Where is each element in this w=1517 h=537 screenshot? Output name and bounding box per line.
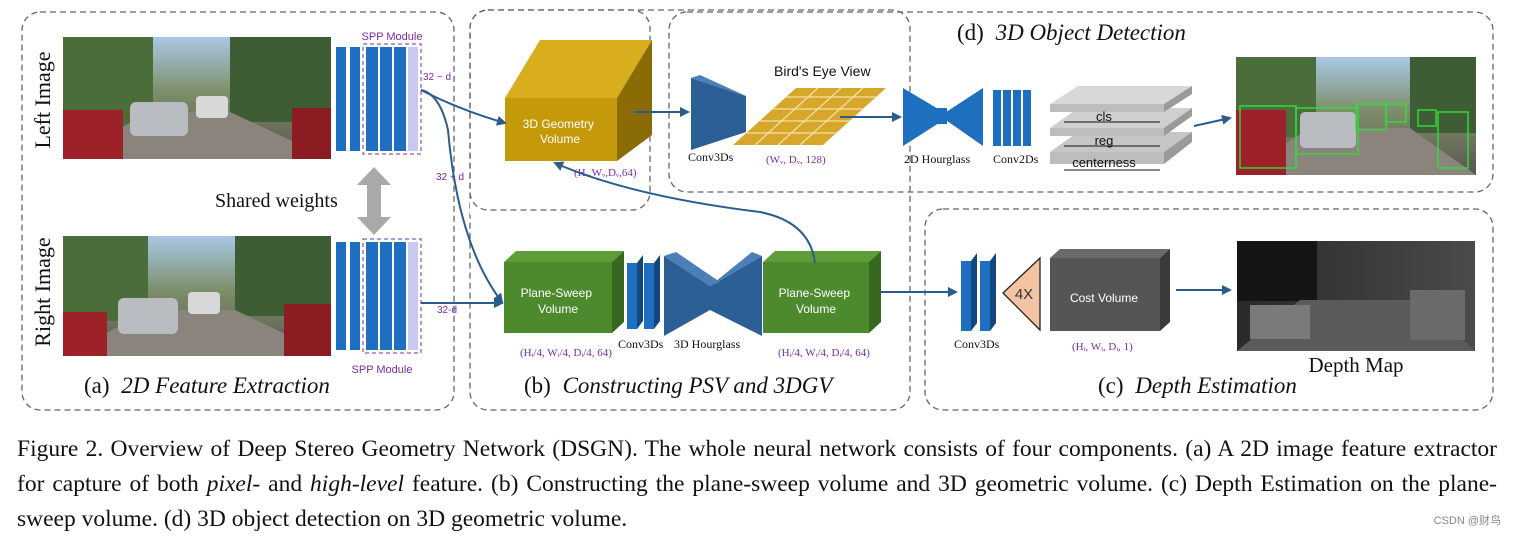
upsample-4x-label: 4X [1015, 286, 1033, 303]
detection-heads-stack [1050, 86, 1192, 171]
cost-volume-label: Cost Volume [1070, 291, 1138, 305]
flow-arrows [420, 89, 1232, 308]
dim-label-mid: 32 + d [436, 172, 464, 183]
psv-right-cuboid [763, 251, 881, 333]
psv-right-dims: (Hᵢ/4, Wᵢ/4, Dᵢ/4, 64) [778, 347, 870, 359]
psv-left-label: Plane-Sweep Volume [521, 286, 596, 316]
watermark: CSDN @财鸟 [1433, 515, 1501, 527]
left-image [63, 37, 331, 159]
shared-weights-arrow [357, 167, 391, 235]
depth-map-image [1237, 241, 1475, 351]
conv2ds-label: Conv2Ds [993, 152, 1039, 166]
arrow-spp-top-to-geometry [420, 89, 507, 126]
hourglass-2d [903, 88, 983, 146]
panel-c-border [924, 208, 1494, 411]
shared-weights-label: Shared weights [215, 190, 338, 212]
hourglass-3d-label: 3D Hourglass [674, 337, 740, 351]
upsample-4x-block [1002, 256, 1041, 332]
right-image [63, 236, 331, 356]
cost-volume-dims: (Hᵢ, Wᵢ, Dᵢ, 1) [1072, 341, 1133, 353]
geometry-volume-cuboid [505, 40, 652, 161]
panel-d-border [668, 11, 1494, 193]
geometry-volume-dims: (Hᵥ,Wᵥ,Dᵥ,64) [574, 167, 637, 179]
panel-b-border [469, 9, 911, 411]
panel-c-label: (c) Depth Estimation [1098, 373, 1297, 398]
head-reg-label: reg [1095, 133, 1114, 148]
spp-module-bottom-label: SPP Module [352, 364, 413, 376]
hourglass-2d-label: 2D Hourglass [904, 152, 970, 166]
psv-right-label: Plane-Sweep Volume [779, 286, 854, 316]
conv3ds-b-label: Conv3Ds [618, 337, 664, 351]
cnn-stack-top [336, 43, 422, 155]
conv3ds-b-block [627, 255, 660, 329]
panel-a-border [21, 11, 455, 411]
conv3ds-c-block [961, 253, 996, 331]
arrow-psv-to-geometry [553, 161, 816, 264]
depth-map-label: Depth Map [1308, 353, 1403, 377]
conv3ds-d-label: Conv3Ds [688, 150, 734, 164]
arrow-spp-top-to-psv [420, 89, 504, 304]
psv-left-cuboid [504, 251, 624, 333]
panel-a-label: (a) 2D Feature Extraction [84, 373, 330, 398]
arrow-heads-to-output [1193, 114, 1232, 127]
figure-caption: Figure 2. Overview of Deep Stereo Geomet… [17, 436, 1497, 532]
panel-b-label: (b) Constructing PSV and 3DGV [524, 373, 835, 398]
hourglass-3d [664, 252, 762, 336]
birds-eye-view-grid [733, 87, 886, 146]
bev-dims: (Wᵥ, Dᵥ, 128) [766, 154, 826, 166]
panel-d-label: (d) 3D Object Detection [957, 20, 1186, 45]
birds-eye-view-label: Bird's Eye View [774, 63, 871, 79]
spp-module-top-label: SPP Module [362, 31, 423, 43]
conv3ds-d-block [691, 75, 746, 150]
dim-label-top: 32 − d [423, 72, 451, 83]
cost-volume-cuboid [1050, 249, 1170, 331]
head-cls-label: cls [1096, 109, 1112, 124]
cnn-stack-bottom [336, 238, 422, 354]
detection-output-image [1236, 57, 1476, 175]
conv3ds-c-label: Conv3Ds [954, 337, 1000, 351]
geometry-volume-label: 3D Geometry Volume [523, 117, 598, 146]
conv2ds-block [993, 90, 1031, 146]
left-image-label: Left Image [30, 51, 55, 148]
psv-left-dims: (Hᵢ/4, Wᵢ/4, Dᵢ/4, 64) [520, 347, 612, 359]
dim-label-bottom: 32-d [437, 305, 457, 316]
right-image-label: Right Image [30, 237, 55, 346]
head-centerness-label: centerness [1072, 155, 1136, 170]
